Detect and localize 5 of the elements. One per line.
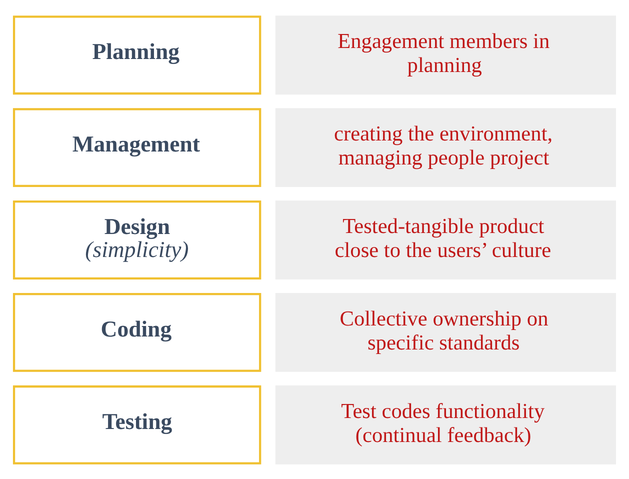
node-box: Testing xyxy=(12,384,262,464)
node-box: Coding xyxy=(12,292,262,372)
node-box: Management xyxy=(12,108,262,187)
node-box: Design (simplicity) xyxy=(12,200,262,279)
node-box: Planning xyxy=(12,15,262,94)
